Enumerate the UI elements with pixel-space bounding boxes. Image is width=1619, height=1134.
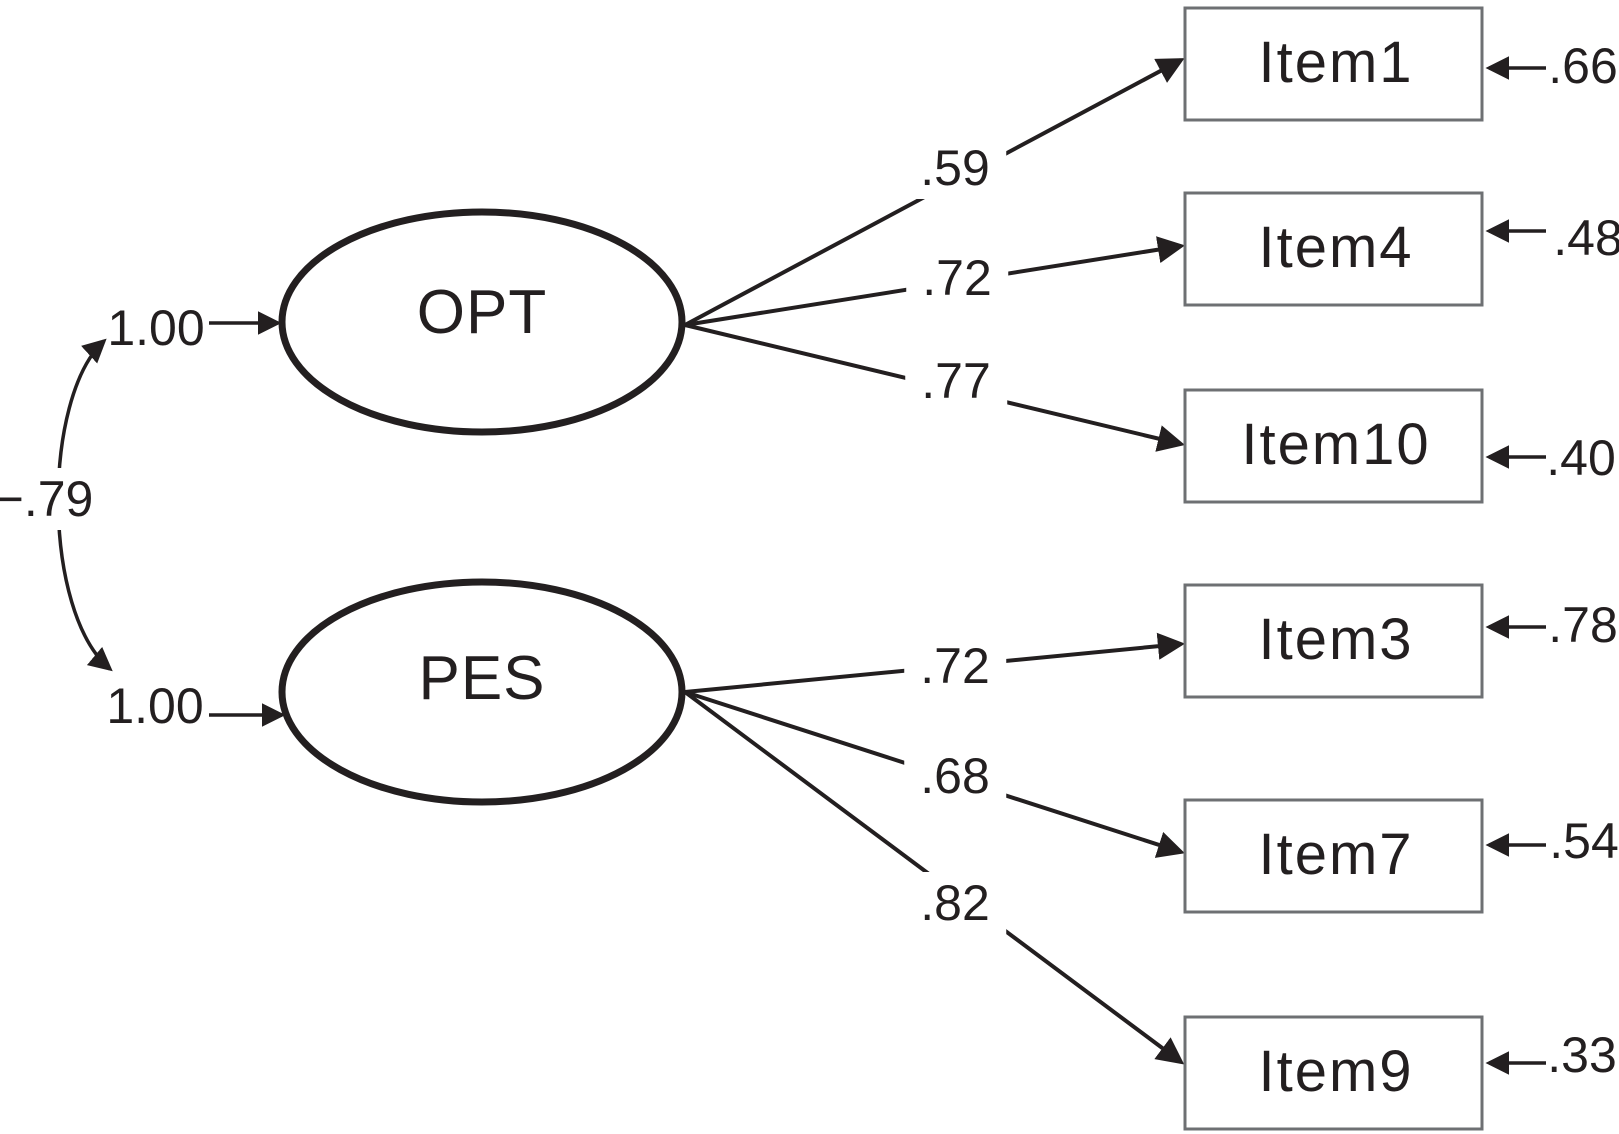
covariance-label: −.79 bbox=[0, 468, 110, 530]
item-box-item3 bbox=[1183, 583, 1484, 699]
variance-label-opt: 1.00 bbox=[107, 300, 205, 356]
item-label-item4: Item4 bbox=[1258, 215, 1414, 280]
item-label-item10: Item10 bbox=[1241, 412, 1431, 477]
factor-label-opt: OPT bbox=[416, 278, 548, 347]
item-label-item9: Item9 bbox=[1258, 1039, 1414, 1104]
loading-label-item9: .82 bbox=[904, 872, 1006, 934]
item-box-item1 bbox=[1183, 6, 1484, 122]
variance-label-pes: 1.00 bbox=[106, 678, 204, 734]
loading-label-item7: .68 bbox=[904, 745, 1006, 807]
factor-label-pes: PES bbox=[418, 644, 546, 713]
error-label-item7: .54 bbox=[1549, 813, 1619, 869]
item-box-item9 bbox=[1183, 1015, 1484, 1131]
error-label-item1: .66 bbox=[1548, 38, 1618, 94]
loading-label-item1: .59 bbox=[904, 137, 1006, 199]
loading-label-item10: .77 bbox=[905, 350, 1007, 412]
item-box-item7 bbox=[1183, 798, 1484, 914]
error-label-item9: .33 bbox=[1547, 1027, 1617, 1083]
item-box-item10 bbox=[1183, 388, 1484, 504]
item-label-item3: Item3 bbox=[1258, 607, 1414, 672]
error-label-item10: .40 bbox=[1546, 430, 1616, 486]
loading-label-item4: .72 bbox=[906, 247, 1008, 309]
item-label-item7: Item7 bbox=[1258, 822, 1414, 887]
item-label-item1: Item1 bbox=[1258, 30, 1414, 95]
factor-ellipse-pes bbox=[278, 578, 686, 806]
error-label-item3: .78 bbox=[1548, 597, 1618, 653]
item-box-item4 bbox=[1183, 191, 1484, 307]
error-label-item4: .48 bbox=[1553, 210, 1619, 266]
loading-label-item3: .72 bbox=[904, 635, 1006, 697]
factor-ellipse-opt bbox=[278, 208, 686, 436]
